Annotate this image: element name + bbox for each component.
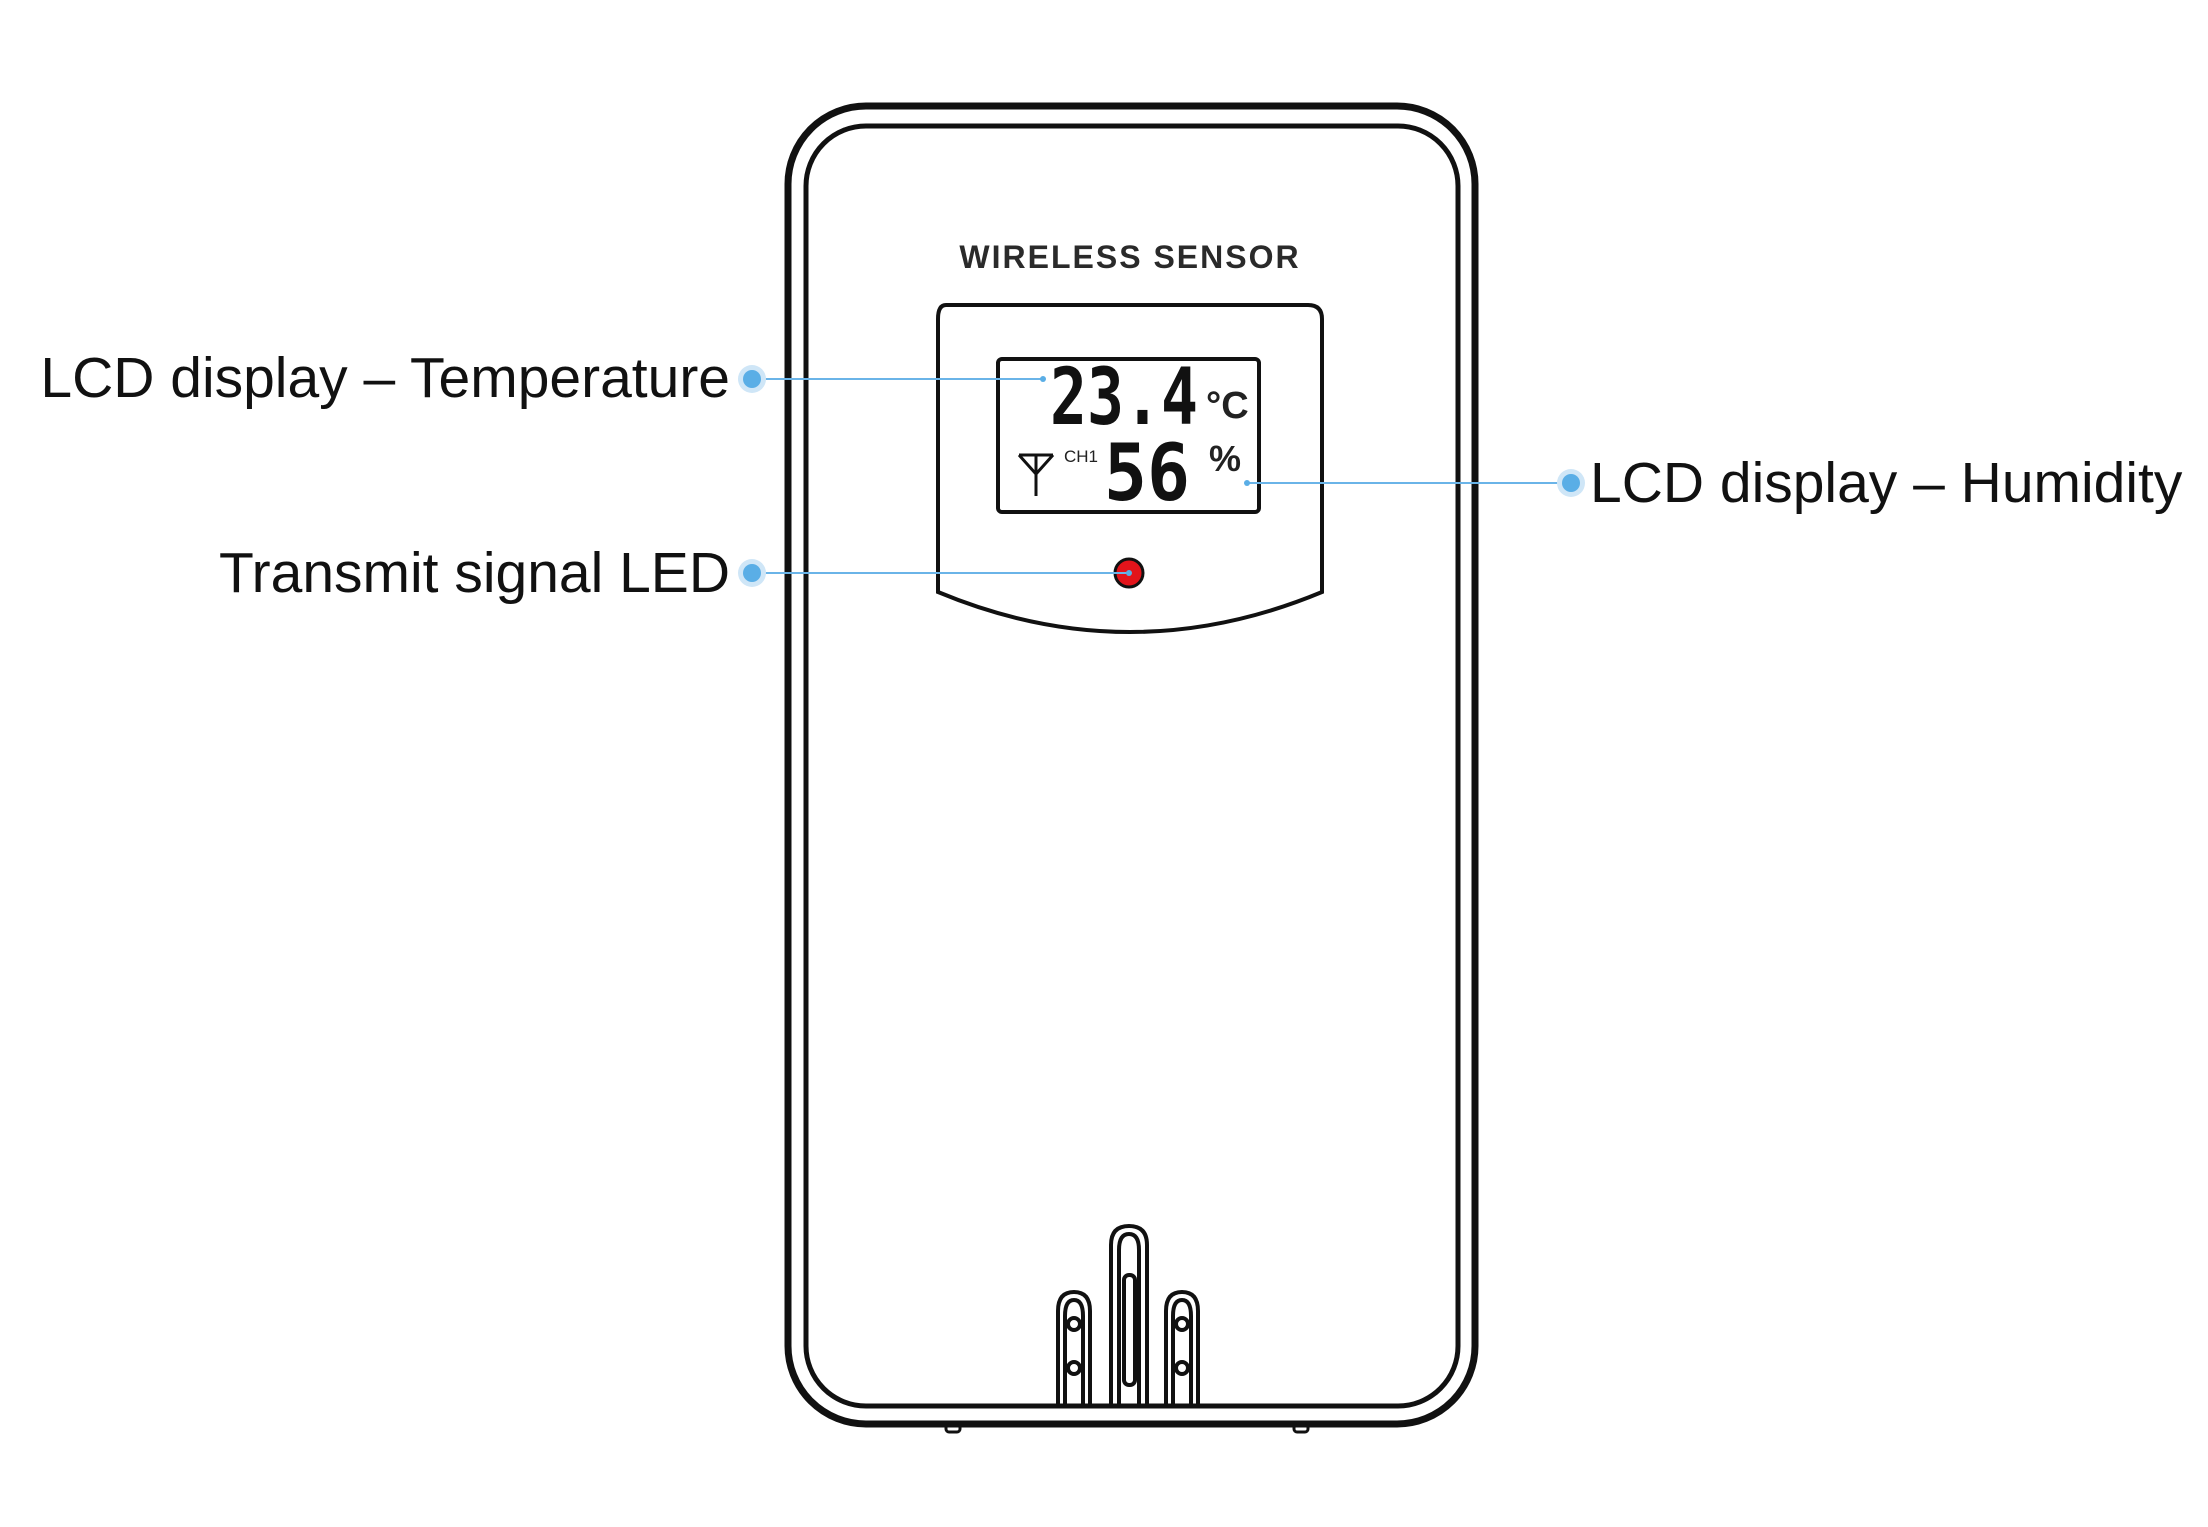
callout-led-label: Transmit signal LED [219,541,730,605]
callout-temperature-label: LCD display – Temperature [40,346,730,410]
right-foot [1292,1420,1310,1434]
lcd-humidity-unit: % [1209,438,1241,479]
lcd-humidity: 56 [1104,429,1190,519]
device-title: WIRELESS SENSOR [959,239,1300,275]
bottom-connector [1056,1223,1200,1405]
left-foot [944,1420,962,1434]
lcd-channel: CH1 [1064,447,1098,466]
callout-led: Transmit signal LED [219,541,1132,605]
callout-temperature: LCD display – Temperature [40,346,1046,410]
lcd-temperature: 23.4 [1050,353,1198,443]
lcd-screen [996,357,1261,514]
lcd-temperature-unit: °C [1206,385,1249,427]
callout-humidity: LCD display – Humidity [1244,451,2183,515]
callout-humidity-label: LCD display – Humidity [1590,451,2183,515]
antenna-icon [1017,453,1055,496]
